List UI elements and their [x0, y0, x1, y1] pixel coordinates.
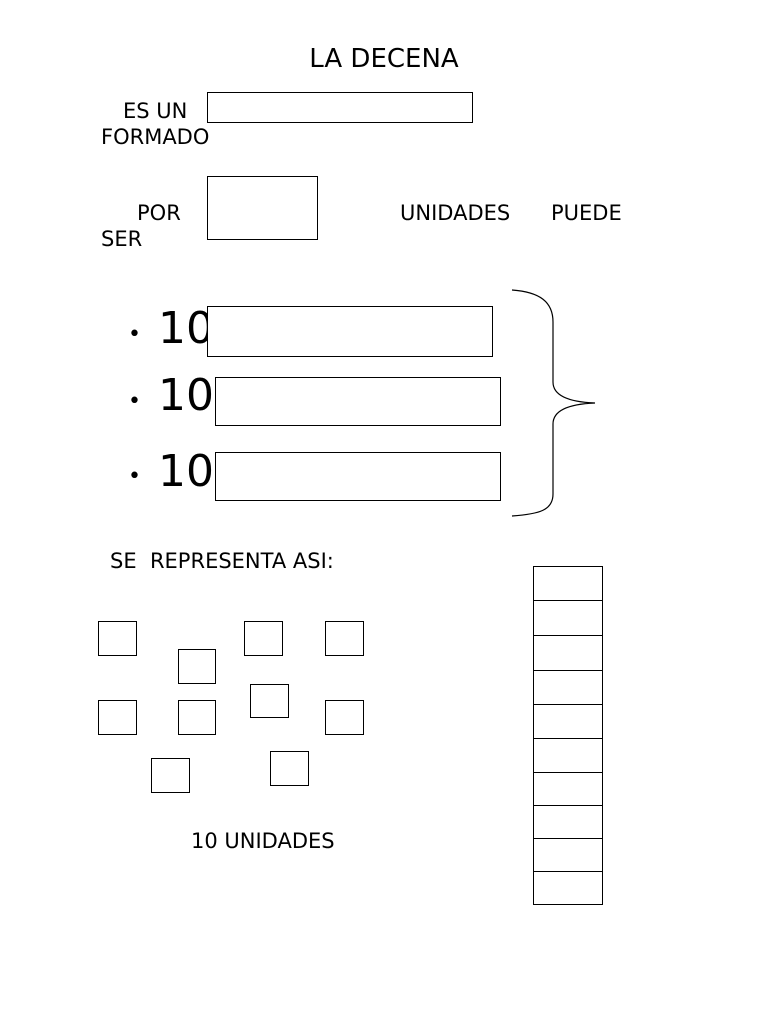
unit-square: [325, 621, 364, 656]
tower-cell: [533, 704, 603, 739]
units-caption: 10 UNIDADES: [191, 829, 335, 853]
bullet-3: •: [128, 464, 141, 489]
bullet-1: •: [128, 322, 141, 347]
option-answer-box-1[interactable]: [207, 306, 493, 357]
option-number-3: 10: [158, 446, 214, 497]
definition-blank-2[interactable]: [207, 176, 318, 240]
puede-label: PUEDE: [551, 201, 622, 225]
option-answer-box-3[interactable]: [215, 452, 501, 501]
unit-square: [98, 700, 137, 735]
definition-line2-suffix: SER: [101, 227, 143, 251]
option-answer-box-2[interactable]: [215, 377, 501, 426]
unit-square: [178, 649, 216, 684]
unit-square: [244, 621, 283, 656]
definition-blank-1[interactable]: [207, 92, 473, 123]
option-number-2: 10: [158, 370, 214, 421]
tower-cell: [533, 871, 603, 905]
page-title: LA DECENA: [309, 44, 459, 74]
representation-heading: SE REPRESENTA ASI:: [110, 549, 334, 573]
tower-cell: [533, 838, 603, 872]
tower-cell: [533, 738, 603, 773]
units-label: UNIDADES: [400, 201, 511, 225]
definition-line1-prefix: ES UN: [123, 99, 188, 123]
unit-square: [325, 700, 364, 735]
definition-line1-suffix: FORMADO: [101, 125, 210, 149]
tower-cell: [533, 566, 603, 601]
option-number-1: 10: [158, 303, 214, 354]
bullet-2: •: [128, 389, 141, 414]
unit-square: [270, 751, 309, 786]
tower-cell: [533, 805, 603, 839]
unit-square: [178, 700, 216, 735]
tower-cell: [533, 670, 603, 705]
tower-cell: [533, 600, 603, 636]
unit-square: [98, 621, 137, 656]
unit-square: [250, 684, 289, 718]
definition-line2-prefix: POR: [137, 201, 181, 225]
tower-cell: [533, 635, 603, 671]
unit-square: [151, 758, 190, 793]
tower-cell: [533, 772, 603, 806]
